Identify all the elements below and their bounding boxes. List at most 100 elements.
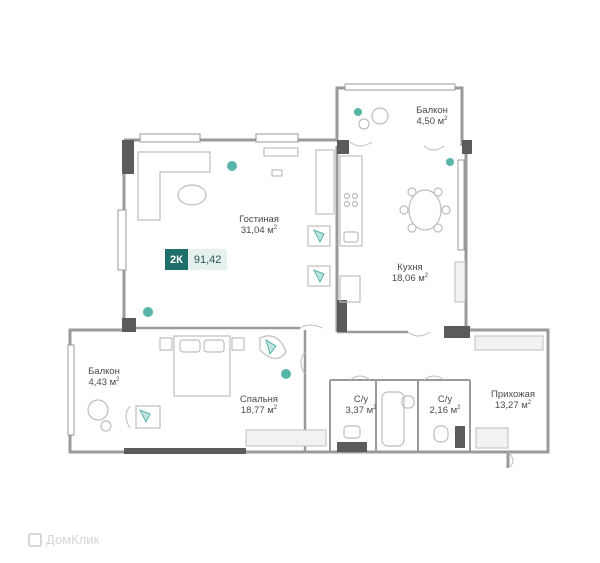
dining-table-icon <box>408 189 442 231</box>
wardrobe-icon <box>245 429 327 447</box>
room-name: Спальня <box>239 394 279 405</box>
window <box>457 159 465 251</box>
outer-wall-right <box>464 146 550 468</box>
column <box>444 326 470 338</box>
room-name: Гостиная <box>239 214 279 225</box>
window <box>344 83 456 91</box>
bookshelf-icon <box>315 149 335 215</box>
door <box>300 351 306 375</box>
door <box>349 141 373 147</box>
room-area: 4,43 м <box>88 377 117 388</box>
tv-icon <box>271 169 283 177</box>
pillow-icon <box>179 339 201 353</box>
door <box>423 375 445 381</box>
armchair-icon <box>307 265 331 287</box>
sofa-icon <box>137 151 211 221</box>
column <box>337 140 349 154</box>
watermark: ДомКлик <box>28 532 99 547</box>
armchair-icon <box>307 225 331 247</box>
cushion-icon <box>139 409 151 423</box>
chair-icon <box>100 420 112 432</box>
window <box>139 133 201 143</box>
apartment-type: 2К <box>165 249 188 270</box>
room-name: Балкон <box>416 105 448 116</box>
watermark-text: ДомКлик <box>46 532 100 547</box>
room-label-bedroom: Спальня 18,77 м2 <box>239 394 279 416</box>
column <box>337 442 367 452</box>
chair-icon <box>441 205 451 215</box>
door <box>407 331 431 337</box>
column <box>122 140 134 174</box>
column <box>122 318 136 332</box>
room-name: С/у <box>437 394 453 405</box>
balcony-table-icon <box>371 107 389 125</box>
kitchen-counter-icon <box>339 155 363 247</box>
wardrobe-icon <box>475 427 509 449</box>
chair-icon <box>407 223 417 233</box>
room-label-balcony-top: Балкон 4,50 м2 <box>416 105 448 127</box>
cushion-icon <box>313 229 325 243</box>
plant-icon <box>281 369 291 379</box>
window <box>255 133 299 143</box>
column <box>337 300 347 332</box>
room-area: 18,06 м <box>391 273 425 284</box>
window <box>117 209 127 271</box>
pantry-icon <box>339 275 361 303</box>
room-name: Прихожая <box>490 389 536 400</box>
room-label-living: Гостиная 31,04 м2 <box>239 214 279 236</box>
cushion-icon <box>265 339 277 355</box>
bathtub-icon <box>381 391 405 447</box>
window <box>67 344 75 436</box>
column <box>462 140 472 154</box>
cabinet-icon <box>454 261 466 303</box>
room-label-kitchen: Кухня 18,06 м2 <box>391 262 429 284</box>
coffee-table-icon <box>177 184 207 206</box>
nightstand-icon <box>159 337 173 351</box>
plant-icon <box>354 108 362 116</box>
room-area: 2,16 м <box>429 405 458 416</box>
room-label-bath2: С/у 2,16 м2 <box>429 394 461 416</box>
sink-icon <box>343 425 361 439</box>
room-area: 31,04 м <box>240 225 274 236</box>
pillow-icon <box>203 339 225 353</box>
domclick-logo-icon <box>28 532 42 547</box>
apartment-badge: 2К 91,42 <box>165 249 228 270</box>
chair-icon <box>399 205 409 215</box>
room-label-bath1: С/у 3,37 м2 <box>345 394 377 416</box>
toilet-icon <box>401 395 415 409</box>
wardrobe-icon <box>474 335 544 351</box>
door <box>423 145 445 151</box>
room-name: С/у <box>353 394 369 405</box>
total-area: 91,42 <box>187 249 228 270</box>
armchair-icon <box>135 405 161 429</box>
plant-icon <box>227 161 237 171</box>
room-area: 3,37 м <box>345 405 374 416</box>
stove-icon <box>351 192 359 200</box>
chair-icon <box>358 118 370 130</box>
chair-icon <box>433 187 443 197</box>
entrance-door <box>507 451 514 469</box>
room-area: 4,50 м <box>416 116 445 127</box>
chair-icon <box>433 223 443 233</box>
toilet-icon <box>433 425 449 443</box>
plant-icon <box>143 307 153 317</box>
room-name: Кухня <box>397 262 423 273</box>
room-area: 13,27 м <box>494 400 528 411</box>
balcony-table-icon <box>87 399 109 421</box>
wall-segment-dark <box>124 448 246 454</box>
stove-icon <box>343 200 351 208</box>
column <box>455 426 465 448</box>
chair-icon <box>407 187 417 197</box>
door <box>125 405 131 429</box>
stove-icon <box>351 200 359 208</box>
stove-icon <box>343 192 351 200</box>
room-name: Балкон <box>88 366 120 377</box>
tv-stand-icon <box>263 147 299 157</box>
nightstand-icon <box>231 337 245 351</box>
armchair-icon <box>259 335 287 360</box>
sink-icon <box>343 231 359 243</box>
room-area: 18,77 м <box>240 405 274 416</box>
bed-icon <box>173 335 231 397</box>
door <box>299 324 323 329</box>
